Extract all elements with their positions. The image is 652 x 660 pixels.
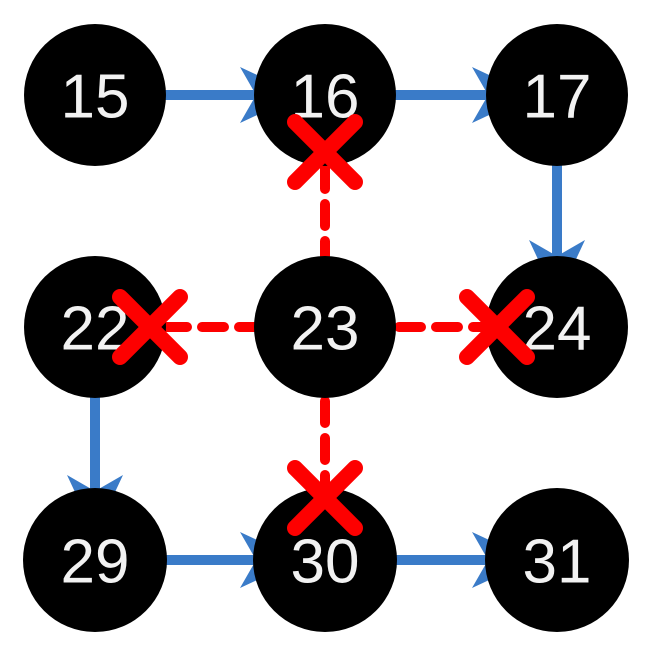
node-label: 24 [523,295,592,364]
cross-stroke [287,460,363,536]
nodes-layer: 15 16 17 22 23 24 [23,24,629,632]
arrow-shape [529,120,585,300]
node-17[interactable]: 17 [486,24,628,166]
node-31[interactable]: 31 [485,488,629,632]
node-label: 30 [291,528,360,597]
arrow-22-to-29 [67,352,123,535]
node-23[interactable]: 23 [254,256,396,398]
arrow-shape [67,352,123,535]
node-circle[interactable] [254,24,396,166]
node-circle[interactable] [254,256,396,398]
block-cross-icon-22-23 [112,289,188,365]
block-cross-icon-23-24 [459,289,535,365]
node-label: 23 [291,295,360,364]
cross-stroke [287,114,363,190]
node-circle[interactable] [24,256,166,398]
cross-stroke [112,289,188,365]
node-15[interactable]: 15 [24,24,166,166]
node-label: 31 [523,528,592,597]
node-label: 17 [523,63,592,132]
arrow-shape [350,67,532,123]
node-29[interactable]: 29 [23,488,167,632]
arrow-shape [118,67,300,123]
arrow-16-to-17 [350,67,532,123]
block-cross-icon-23-30 [287,460,363,536]
node-30[interactable]: 30 [253,488,397,632]
node-circle[interactable] [23,488,167,632]
node-circle[interactable] [485,488,629,632]
block-cross-icon-16-23 [287,114,363,190]
block-markers-layer [112,114,535,536]
cross-stroke [459,289,535,365]
arrow-15-to-16 [118,67,300,123]
node-circle[interactable] [24,24,166,166]
node-circle[interactable] [486,24,628,166]
node-label: 29 [61,528,130,597]
arrow-17-to-24 [529,120,585,300]
node-label: 15 [61,63,130,132]
